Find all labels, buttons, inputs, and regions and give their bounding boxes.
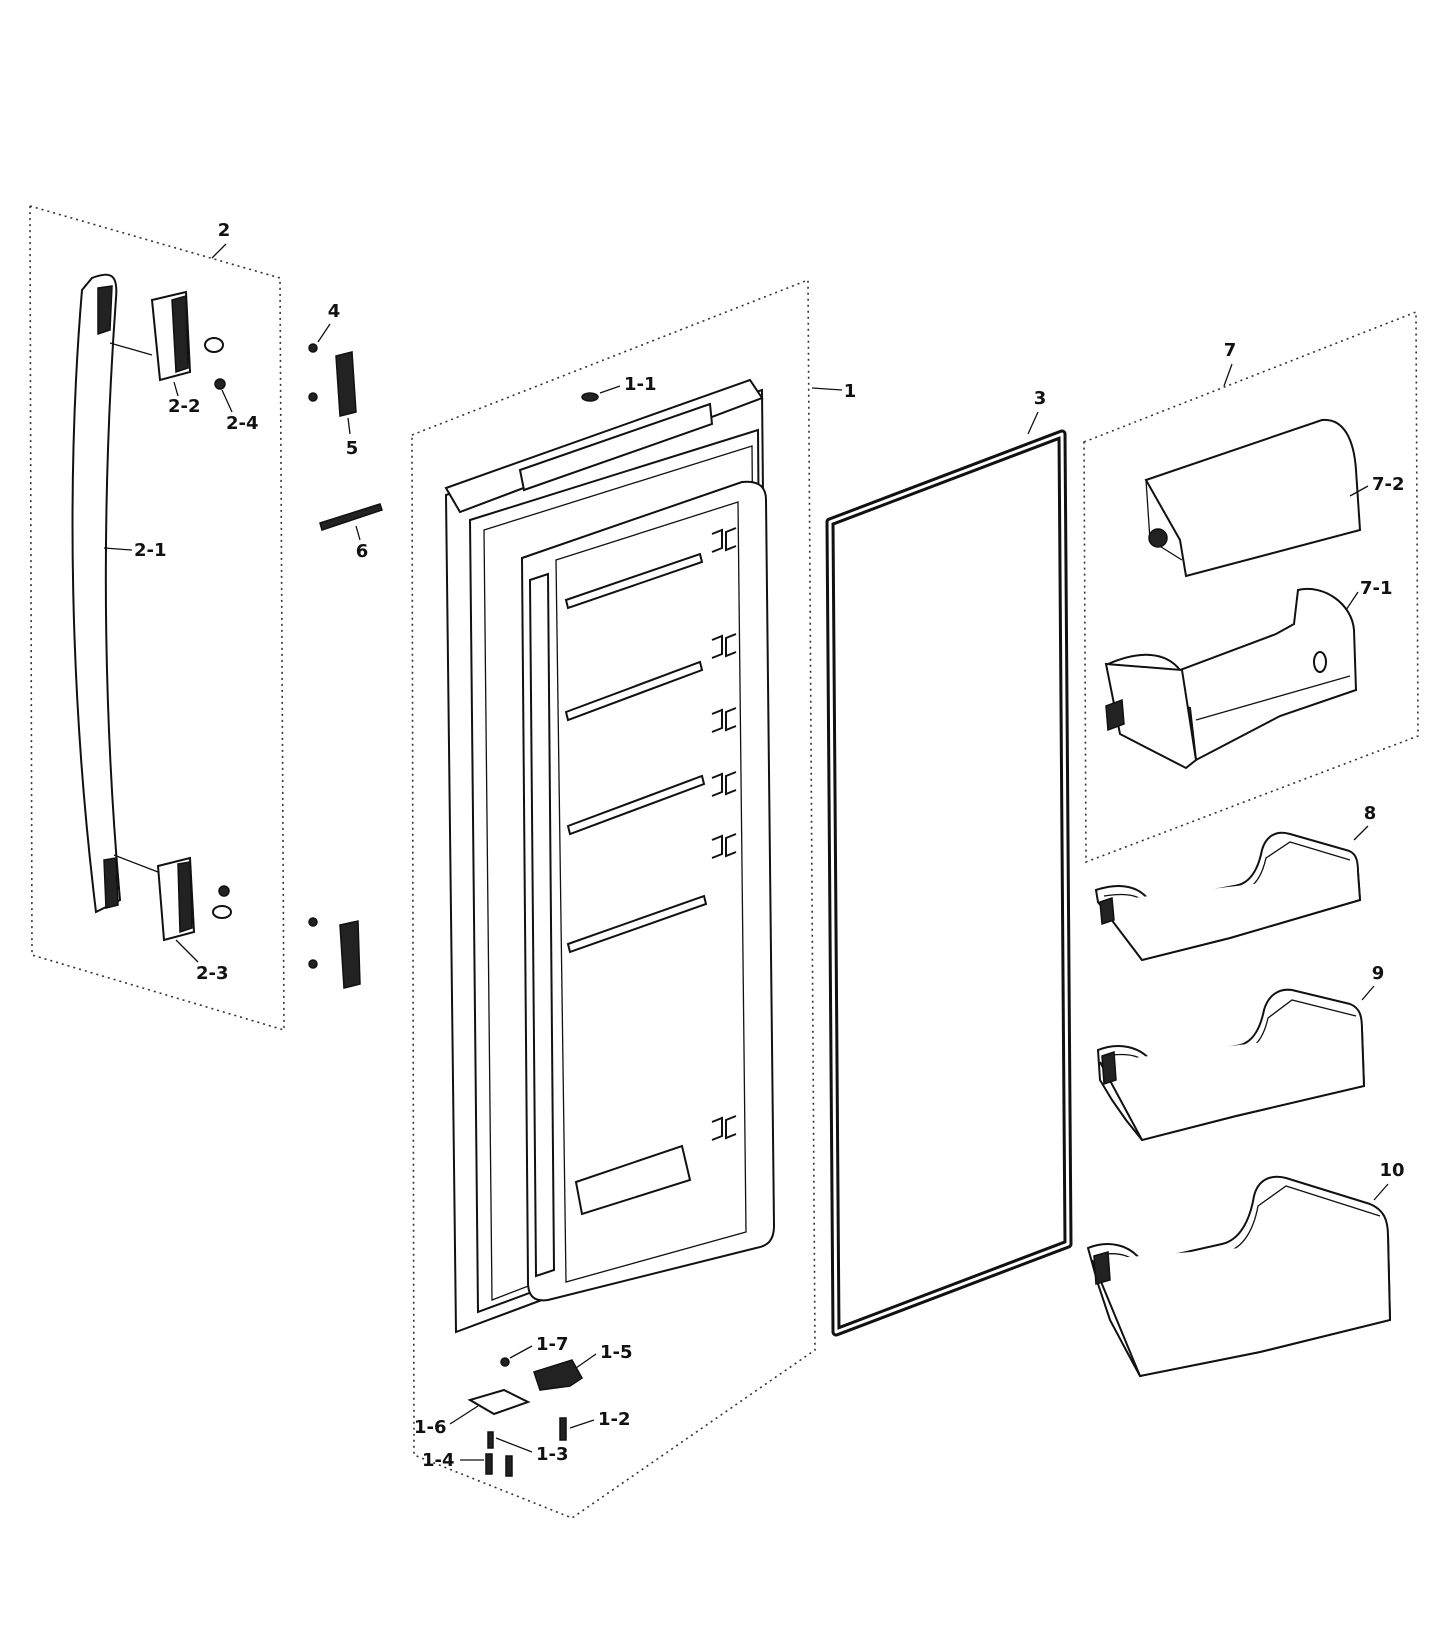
dairy-bin-group: 7 7-2 7-1 bbox=[1083, 310, 1419, 864]
label-2: 2 bbox=[218, 220, 231, 241]
label-1: 1 bbox=[844, 381, 857, 402]
label-2-2: 2-2 bbox=[168, 396, 201, 417]
dairy-group-boundary bbox=[1083, 310, 1419, 864]
dairy-bin-tray bbox=[1104, 587, 1358, 770]
door-bin-8: 8 bbox=[1094, 803, 1377, 962]
upper-handle-bracket bbox=[109, 290, 226, 390]
label-1-3: 1-3 bbox=[536, 1444, 569, 1465]
label-8: 8 bbox=[1364, 803, 1377, 824]
door-gasket: 3 bbox=[825, 388, 1073, 1337]
part-5-cap-upper bbox=[335, 351, 357, 417]
label-1-1: 1-1 bbox=[624, 374, 657, 395]
label-7-2: 7-2 bbox=[1372, 474, 1405, 495]
label-2-4: 2-4 bbox=[226, 413, 259, 434]
lower-handle-bracket bbox=[113, 854, 232, 942]
label-1-4: 1-4 bbox=[422, 1450, 455, 1471]
label-10: 10 bbox=[1379, 1160, 1404, 1181]
handle-bar bbox=[71, 273, 122, 914]
label-1-7: 1-7 bbox=[536, 1334, 569, 1355]
door-assembly-group: 1 1-1 1-7 1-5 1-6 1-2 1-3 1-4 bbox=[411, 278, 857, 1519]
label-1-5: 1-5 bbox=[600, 1342, 633, 1363]
label-7-1: 7-1 bbox=[1360, 578, 1393, 599]
dairy-bin-cover bbox=[1144, 418, 1362, 578]
door-group-boundary bbox=[411, 278, 816, 1519]
label-4: 4 bbox=[328, 301, 341, 322]
hinge-plate-1-6 bbox=[467, 1388, 531, 1416]
part-6-strip bbox=[319, 503, 383, 531]
label-2-3: 2-3 bbox=[196, 963, 229, 984]
handle-group-boundary bbox=[29, 204, 285, 1032]
label-9: 9 bbox=[1372, 963, 1385, 984]
door-bin-9: 9 bbox=[1096, 963, 1385, 1142]
door-bin-10: 10 bbox=[1086, 1160, 1405, 1378]
shelf-clips bbox=[711, 527, 737, 1141]
label-7: 7 bbox=[1224, 340, 1237, 361]
label-3: 3 bbox=[1034, 388, 1047, 409]
label-2-1: 2-1 bbox=[134, 540, 167, 561]
label-1-2: 1-2 bbox=[598, 1409, 631, 1430]
door-inner-liner bbox=[520, 480, 776, 1302]
part-5-cap-lower bbox=[339, 920, 361, 989]
bottom-hinge-parts bbox=[467, 1357, 583, 1477]
label-1-6: 1-6 bbox=[414, 1417, 447, 1438]
label-5: 5 bbox=[346, 438, 359, 459]
hinge-block-1-5 bbox=[533, 1359, 583, 1391]
door-shelf-rails bbox=[564, 552, 708, 1216]
hinge-parts-4-5-6: 4 5 6 bbox=[308, 301, 383, 989]
handle-assembly-group: 2 2-1 2-2 2-3 2-4 bbox=[29, 204, 285, 1032]
label-6: 6 bbox=[356, 541, 369, 562]
